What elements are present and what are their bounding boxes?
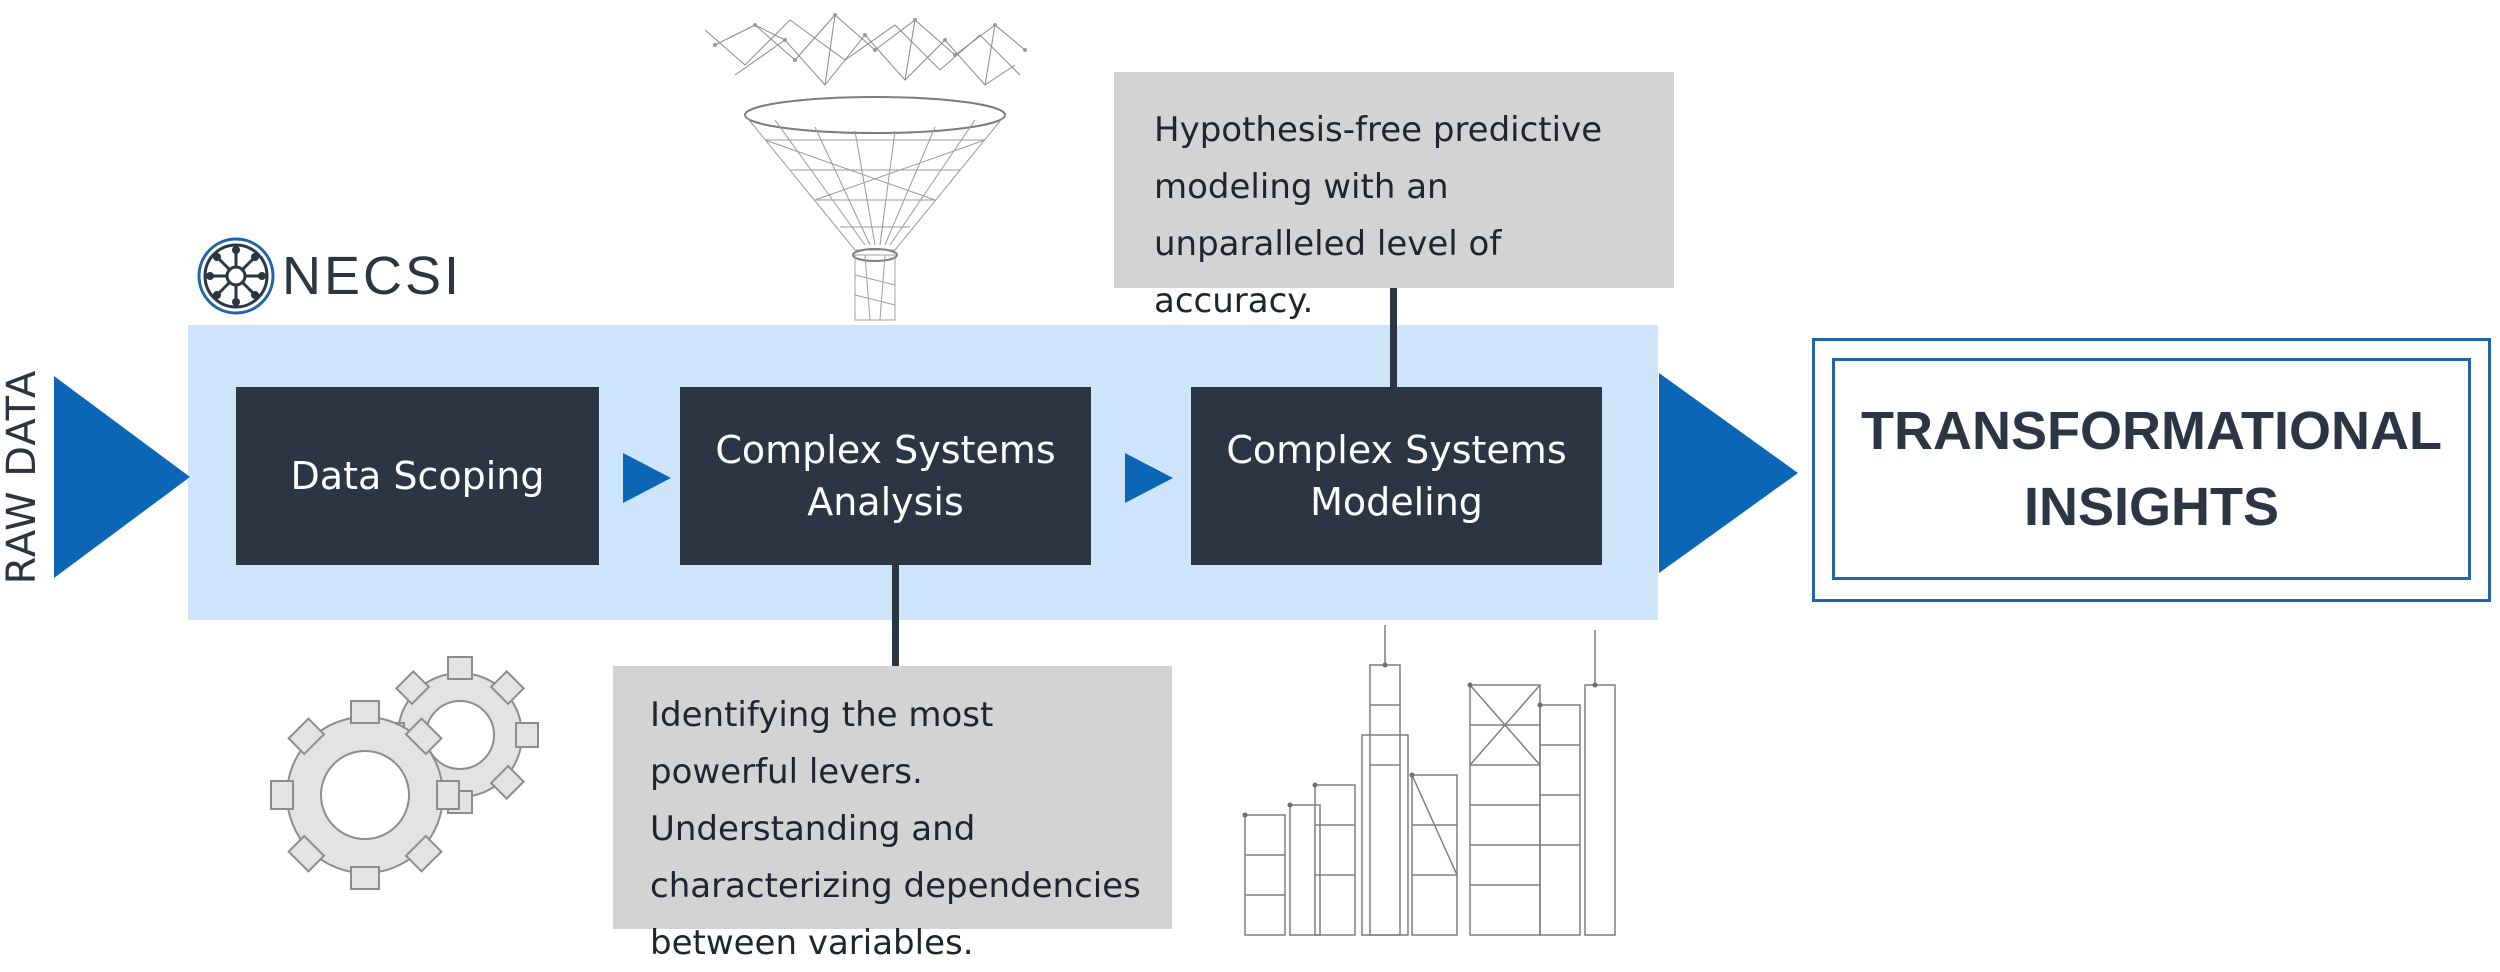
step-label: Data Scoping xyxy=(290,454,545,498)
analysis-note: Identifying the most powerful levers. Un… xyxy=(613,666,1172,963)
gears-icon xyxy=(270,656,539,890)
modeling-note-connector xyxy=(1390,286,1397,388)
insights-box-outer xyxy=(1812,338,2491,602)
step-arrow-icon xyxy=(1125,453,1173,503)
logo-wordmark: NECSI xyxy=(282,246,463,306)
step-complex-systems-analysis: Complex Systems Analysis xyxy=(680,387,1091,565)
step-label: Complex Systems Analysis xyxy=(715,428,1056,524)
step-complex-systems-modeling: Complex Systems Modeling xyxy=(1191,387,1602,565)
modeling-note: Hypothesis-free predictive modeling with… xyxy=(1114,72,1674,321)
output-arrow-icon xyxy=(1659,373,1798,573)
funnel-icon xyxy=(704,13,1027,321)
city-skyline-icon xyxy=(1242,625,1616,936)
step-arrow-icon xyxy=(623,453,671,503)
input-arrow-icon xyxy=(54,376,190,578)
insights-box: TRANSFORMATIONAL INSIGHTS xyxy=(1832,358,2471,580)
raw-data-label: RAW DATA xyxy=(0,369,45,585)
necsi-emblem-icon xyxy=(197,237,275,315)
insights-label: TRANSFORMATIONAL INSIGHTS xyxy=(1861,401,2442,537)
step-data-scoping: Data Scoping xyxy=(236,387,599,565)
step-label: Complex Systems Modeling xyxy=(1226,428,1567,524)
analysis-note-connector xyxy=(892,564,899,666)
